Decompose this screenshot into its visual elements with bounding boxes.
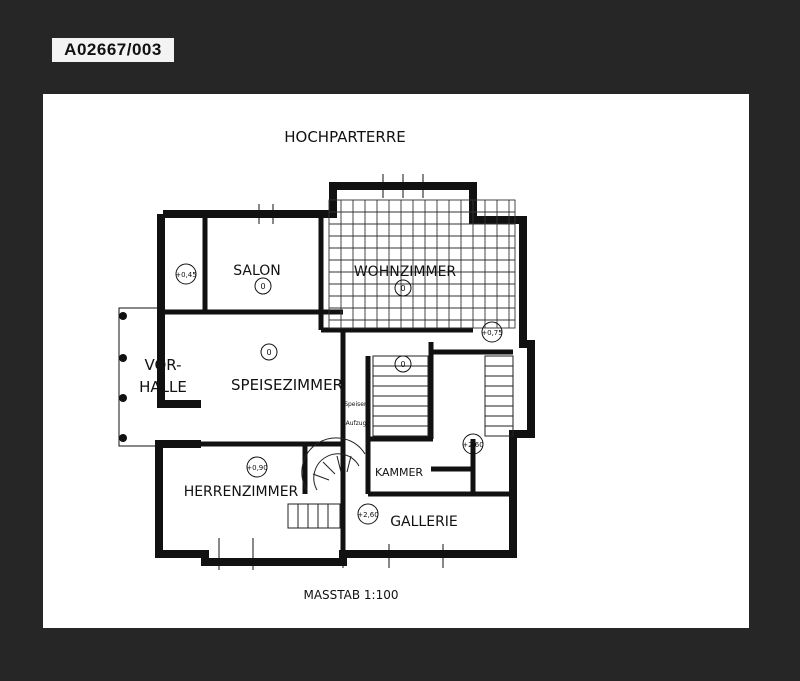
interior-walls (159, 214, 513, 554)
room-label-vorhalle-line1: VOR- (144, 356, 181, 374)
label-speiseaufzug-line2: Aufzug (346, 420, 367, 427)
spiral-staircase (301, 437, 366, 491)
vorhalle-outline (118, 307, 161, 447)
wohnzimmer-floor-grid (328, 199, 516, 329)
level-herrenzimmer: +0,90 (246, 464, 267, 472)
exterior-walls (155, 182, 535, 566)
level-speisezimmer-floor: 0 (266, 348, 271, 357)
archive-id-label: A02667/003 (52, 38, 174, 62)
level-salon: +0,45 (175, 271, 196, 279)
level-stair-top: +0,75 (481, 329, 502, 337)
room-label-kammer: KAMMER (375, 466, 423, 479)
level-wohnzimmer-floor: 0 (400, 284, 405, 293)
scale-label: MASSTAB 1:100 (303, 588, 398, 602)
level-stair-bottom: +2,60 (462, 441, 483, 449)
plan-title: HOCHPARTERRE (284, 128, 405, 146)
label-speiseaufzug-line1: Speisen (344, 401, 368, 408)
room-label-vorhalle-line2: HALLE (139, 378, 187, 396)
vorhalle-columns (119, 312, 127, 442)
room-label-herrenzimmer: HERRENZIMMER (184, 484, 299, 500)
floor-plan-drawing: HOCHPARTERRE (118, 128, 535, 602)
level-stair-floor: 0 (400, 360, 405, 369)
level-markers (175, 263, 503, 525)
level-salon-floor: 0 (260, 282, 265, 291)
level-gallerie: +2,60 (357, 511, 378, 519)
gallerie-steps (287, 503, 341, 529)
side-staircase (484, 355, 514, 437)
room-label-speisezimmer: SPEISEZIMMER (231, 376, 343, 394)
room-label-gallerie: GALLERIE (390, 514, 458, 530)
room-label-salon: SALON (233, 263, 281, 279)
main-staircase (372, 355, 429, 437)
floor-plan-sheet: HOCHPARTERRE (43, 94, 749, 628)
room-label-wohnzimmer: WOHNZIMMER (354, 264, 457, 280)
window-marks (218, 174, 444, 570)
